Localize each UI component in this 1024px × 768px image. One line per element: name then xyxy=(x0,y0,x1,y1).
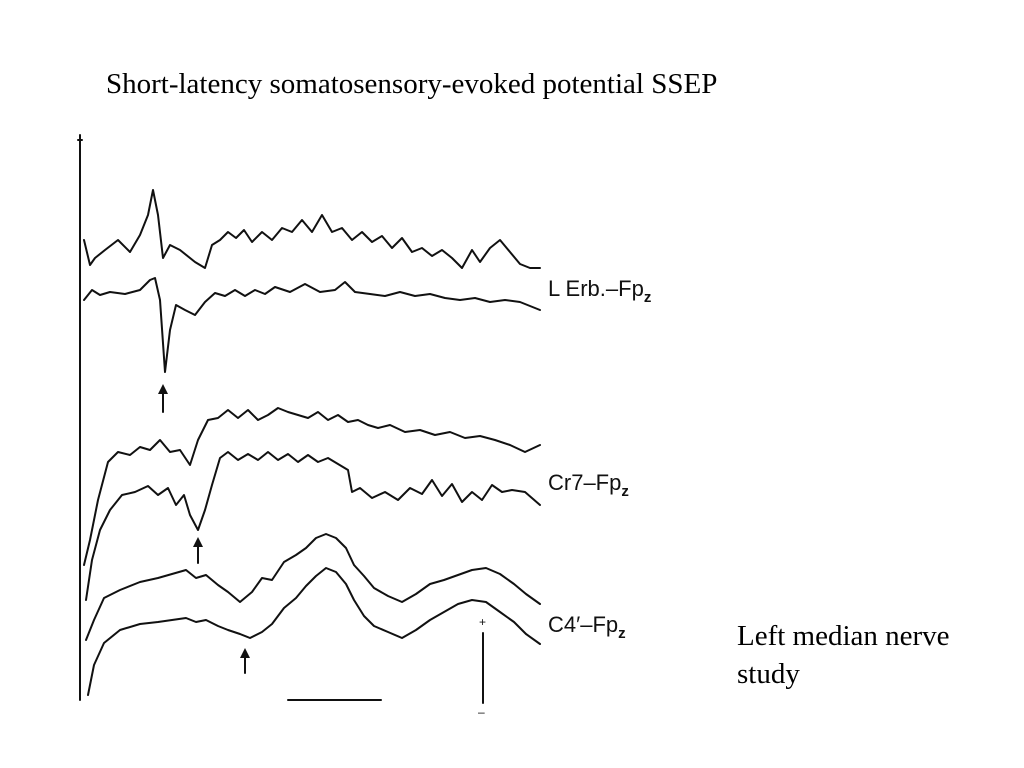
arrow-up-icon xyxy=(158,384,168,413)
c4-trace-upper xyxy=(85,533,541,641)
slide-caption: Left median nerve study xyxy=(737,617,1017,693)
slide-title: Short-latency somatosensory-evoked poten… xyxy=(106,68,718,100)
lead-label-erb: L Erb.–Fpz xyxy=(548,276,651,306)
voltage-scale-plus: + xyxy=(479,615,486,629)
caption-line: study xyxy=(737,658,800,690)
erb-trace-upper xyxy=(83,189,541,269)
caption-line: Left median nerve xyxy=(737,620,950,652)
lead-label-c4: C4′–Fpz xyxy=(548,612,626,642)
cr7-trace-upper xyxy=(83,407,541,566)
stimulus-artifact-line xyxy=(77,134,83,701)
lead-label-cr7: Cr7–Fpz xyxy=(548,470,629,500)
erb-trace-lower xyxy=(83,277,541,373)
cr7-trace-lower xyxy=(85,451,541,601)
voltage-scale-minus: – xyxy=(478,705,485,719)
c4-trace-lower xyxy=(87,567,541,696)
arrow-up-icon xyxy=(193,537,203,564)
arrow-up-icon xyxy=(240,648,250,674)
voltage-scale-bar: + – xyxy=(478,615,486,719)
